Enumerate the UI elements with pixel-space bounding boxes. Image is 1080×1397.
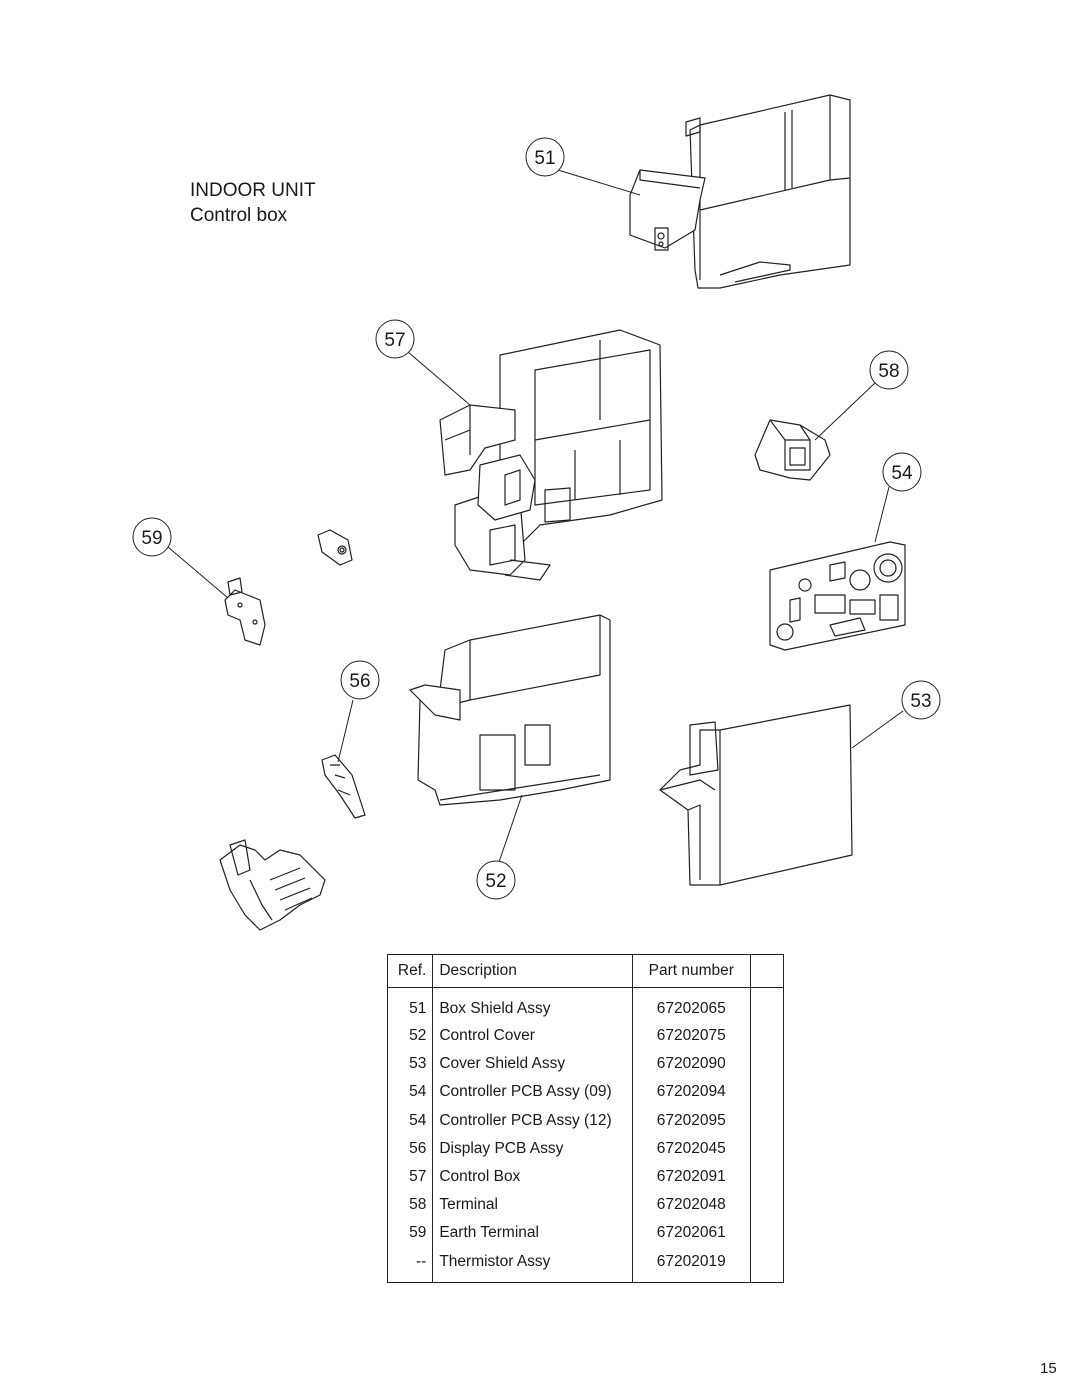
- header-ref: Ref.: [386, 954, 434, 988]
- part-57-control-box: [439, 329, 663, 581]
- part-clip: [317, 529, 353, 566]
- table-row: 57 Control Box 67202091: [386, 1162, 785, 1192]
- diagram-title: INDOOR UNIT: [190, 180, 316, 201]
- cell-ref: --: [386, 1247, 434, 1283]
- cell-ref: 58: [386, 1191, 434, 1220]
- leader-lines: [167, 169, 904, 866]
- cell-description: Earth Terminal: [432, 1219, 633, 1248]
- callout-label: 53: [910, 691, 931, 712]
- part-56-display-pcb: [321, 754, 366, 819]
- table-row: -- Thermistor Assy 67202019: [386, 1247, 785, 1283]
- table-row: 59 Earth Terminal 67202061: [386, 1219, 785, 1248]
- cell-ref: 54: [386, 1078, 434, 1107]
- cell-ref: 53: [386, 1050, 434, 1079]
- callout-circles: [132, 137, 941, 900]
- cell-description: Control Cover: [432, 1022, 633, 1051]
- header-part-number: Part number: [631, 954, 751, 988]
- cell-part-number: 67202094: [631, 1078, 751, 1107]
- header-extra: [749, 954, 785, 988]
- diagram-subtitle: Control box: [190, 205, 288, 226]
- cell-description: Cover Shield Assy: [432, 1050, 633, 1079]
- cell-ref: 52: [386, 1022, 434, 1051]
- cell-part-number: 67202045: [631, 1134, 751, 1163]
- callout-label: 52: [485, 871, 506, 892]
- cell-part-number: 67202091: [631, 1162, 751, 1192]
- table-row: 56 Display PCB Assy 67202045: [386, 1134, 785, 1163]
- cell-ref: 59: [386, 1219, 434, 1248]
- cell-extra: [749, 987, 785, 1022]
- cell-part-number: 67202075: [631, 1022, 751, 1051]
- cell-part-number: 67202065: [631, 987, 751, 1022]
- cell-description: Box Shield Assy: [432, 987, 633, 1022]
- cell-description: Terminal: [432, 1191, 633, 1220]
- cell-extra: [749, 1050, 785, 1079]
- cell-part-number: 67202090: [631, 1050, 751, 1079]
- part-bracket: [219, 839, 326, 931]
- table-row: 52 Control Cover 67202075: [386, 1022, 785, 1051]
- cell-extra: [749, 1219, 785, 1248]
- cell-part-number: 67202048: [631, 1191, 751, 1220]
- part-54-pcb: [769, 541, 906, 651]
- cell-description: Control Box: [432, 1162, 633, 1192]
- cell-ref: 51: [386, 987, 434, 1022]
- cell-extra: [749, 1106, 785, 1135]
- cell-part-number: 67202019: [631, 1247, 751, 1283]
- table-row: 51 Box Shield Assy 67202065: [386, 987, 785, 1022]
- table-row: 54 Controller PCB Assy (12) 67202095: [386, 1106, 785, 1135]
- cell-extra: [749, 1022, 785, 1051]
- part-51-box-shield: [629, 94, 851, 289]
- cell-ref: 54: [386, 1106, 434, 1135]
- table-row: 53 Cover Shield Assy 67202090: [386, 1050, 785, 1079]
- cell-part-number: 67202061: [631, 1219, 751, 1248]
- cell-description: Thermistor Assy: [432, 1247, 633, 1283]
- table-row: 58 Terminal 67202048: [386, 1191, 785, 1220]
- part-52-control-cover: [409, 614, 611, 806]
- parts-table: Ref. Description Part number 51 Box Shie…: [386, 954, 785, 1283]
- callout-label: 59: [141, 528, 162, 549]
- cell-extra: [749, 1078, 785, 1107]
- cell-description: Controller PCB Assy (12): [432, 1106, 633, 1135]
- callout-label: 58: [878, 361, 899, 382]
- part-59-earth-terminal: [224, 577, 266, 646]
- cell-ref: 57: [386, 1162, 434, 1192]
- callout-label: 57: [384, 330, 405, 351]
- cell-extra: [749, 1247, 785, 1283]
- header-description: Description: [432, 954, 633, 988]
- table-header-row: Ref. Description Part number: [386, 954, 785, 988]
- callout-label: 51: [534, 148, 555, 169]
- exploded-parts-diagram: 51 57 58 54 59 56 53 52: [132, 94, 941, 931]
- part-53-cover-shield: [659, 704, 853, 886]
- callout-label: 56: [349, 671, 370, 692]
- cell-description: Controller PCB Assy (09): [432, 1078, 633, 1107]
- cell-extra: [749, 1191, 785, 1220]
- page-number: 15: [1040, 1360, 1057, 1377]
- cell-description: Display PCB Assy: [432, 1134, 633, 1163]
- cell-extra: [749, 1162, 785, 1192]
- callout-label: 54: [891, 463, 913, 484]
- cell-ref: 56: [386, 1134, 434, 1163]
- cell-extra: [749, 1134, 785, 1163]
- cell-part-number: 67202095: [631, 1106, 751, 1135]
- part-58-terminal: [754, 419, 831, 481]
- table-row: 54 Controller PCB Assy (09) 67202094: [386, 1078, 785, 1107]
